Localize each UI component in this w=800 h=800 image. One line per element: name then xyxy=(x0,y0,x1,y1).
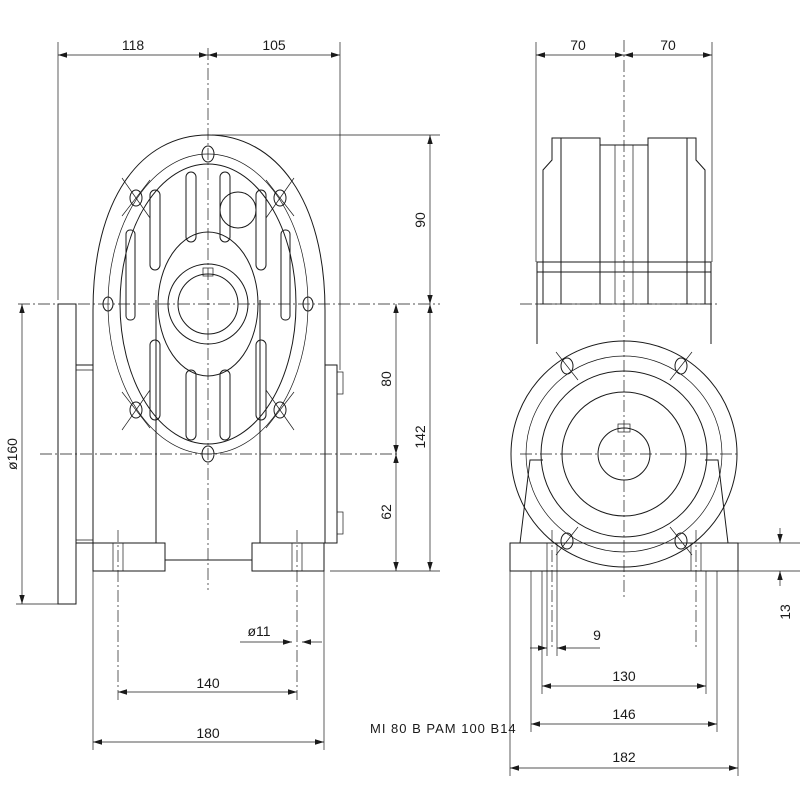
dim-height-total: 142 xyxy=(412,425,428,449)
dim-side-foot-inner: 146 xyxy=(612,706,636,722)
side-view xyxy=(509,40,740,650)
drawing-title: MI 80 B PAM 100 B14 xyxy=(370,721,517,736)
side-dimensions: 70 70 13 9 130 146 182 xyxy=(509,37,800,776)
foot-right xyxy=(251,542,325,572)
dim-foot-hole-spacing: 140 xyxy=(196,675,220,691)
dim-front-left-width: 118 xyxy=(122,37,145,53)
dim-height-top: 90 xyxy=(412,212,428,228)
dim-side-hole-spacing: 130 xyxy=(612,668,636,684)
oil-plug xyxy=(219,191,257,229)
dim-side-left-width: 70 xyxy=(570,37,586,53)
dim-side-hole-offset: 9 xyxy=(593,627,601,643)
dim-flange-diameter: ø160 xyxy=(4,438,20,470)
dim-height-mid: 80 xyxy=(378,371,394,387)
front-dimensions: 118 105 ø160 90 80 142 62 ø11 140 180 xyxy=(4,37,440,750)
front-view xyxy=(18,48,440,700)
dim-foot-thickness: 13 xyxy=(777,604,793,620)
dim-front-right-width: 105 xyxy=(262,37,286,53)
dim-side-foot-outer: 182 xyxy=(612,749,636,765)
housing-outline xyxy=(92,134,326,543)
dim-height-bottom: 62 xyxy=(378,504,394,520)
foot-left xyxy=(92,542,166,572)
bolt-holes xyxy=(102,145,314,463)
dim-hole-diameter: ø11 xyxy=(247,623,270,639)
dim-side-right-width: 70 xyxy=(660,37,676,53)
dim-foot-width: 180 xyxy=(196,725,220,741)
